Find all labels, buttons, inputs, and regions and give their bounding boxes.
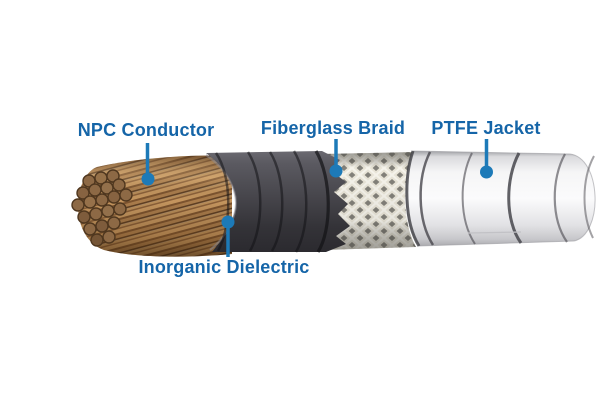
conductor-strand-cross-sections bbox=[71, 169, 133, 247]
ptfe-jacket-pointer-dot bbox=[480, 165, 493, 179]
label-ptfe-jacket: PTFE Jacket bbox=[431, 118, 540, 139]
inorganic-dielectric-layer bbox=[205, 150, 350, 253]
npc-conductor-pointer bbox=[141, 143, 155, 186]
fiberglass-braid-pointer bbox=[329, 139, 343, 178]
label-inorganic-dielectric-text: Inorganic Dielectric bbox=[138, 257, 310, 277]
label-fiberglass-braid-text: Fiberglass Braid bbox=[260, 118, 406, 138]
jacket-spiral-seams bbox=[419, 151, 595, 246]
fiberglass-braid-pointer-dot bbox=[329, 164, 343, 178]
label-ptfe-jacket-text: PTFE Jacket bbox=[431, 118, 541, 138]
label-inorganic-dielectric: Inorganic Dielectric bbox=[138, 257, 309, 278]
dielectric-body bbox=[206, 151, 350, 252]
npc-conductor-pointer-dot bbox=[141, 172, 155, 186]
jacket-body bbox=[405, 150, 596, 247]
jacket-left-rim bbox=[405, 150, 421, 247]
jacket-horizontal-seam bbox=[467, 231, 522, 234]
inorganic-dielectric-pointer bbox=[221, 215, 235, 257]
ptfe-jacket-layer bbox=[405, 150, 596, 247]
callout-pointers bbox=[141, 139, 493, 257]
label-fiberglass-braid: Fiberglass Braid bbox=[261, 118, 405, 139]
npc-conductor-layer bbox=[71, 155, 232, 257]
inorganic-dielectric-pointer-dot bbox=[221, 215, 235, 229]
ptfe-jacket-pointer bbox=[480, 139, 493, 179]
label-npc-conductor: NPC Conductor bbox=[78, 120, 215, 141]
dielectric-spiral-seams bbox=[214, 150, 330, 253]
label-npc-conductor-text: NPC Conductor bbox=[77, 120, 215, 140]
